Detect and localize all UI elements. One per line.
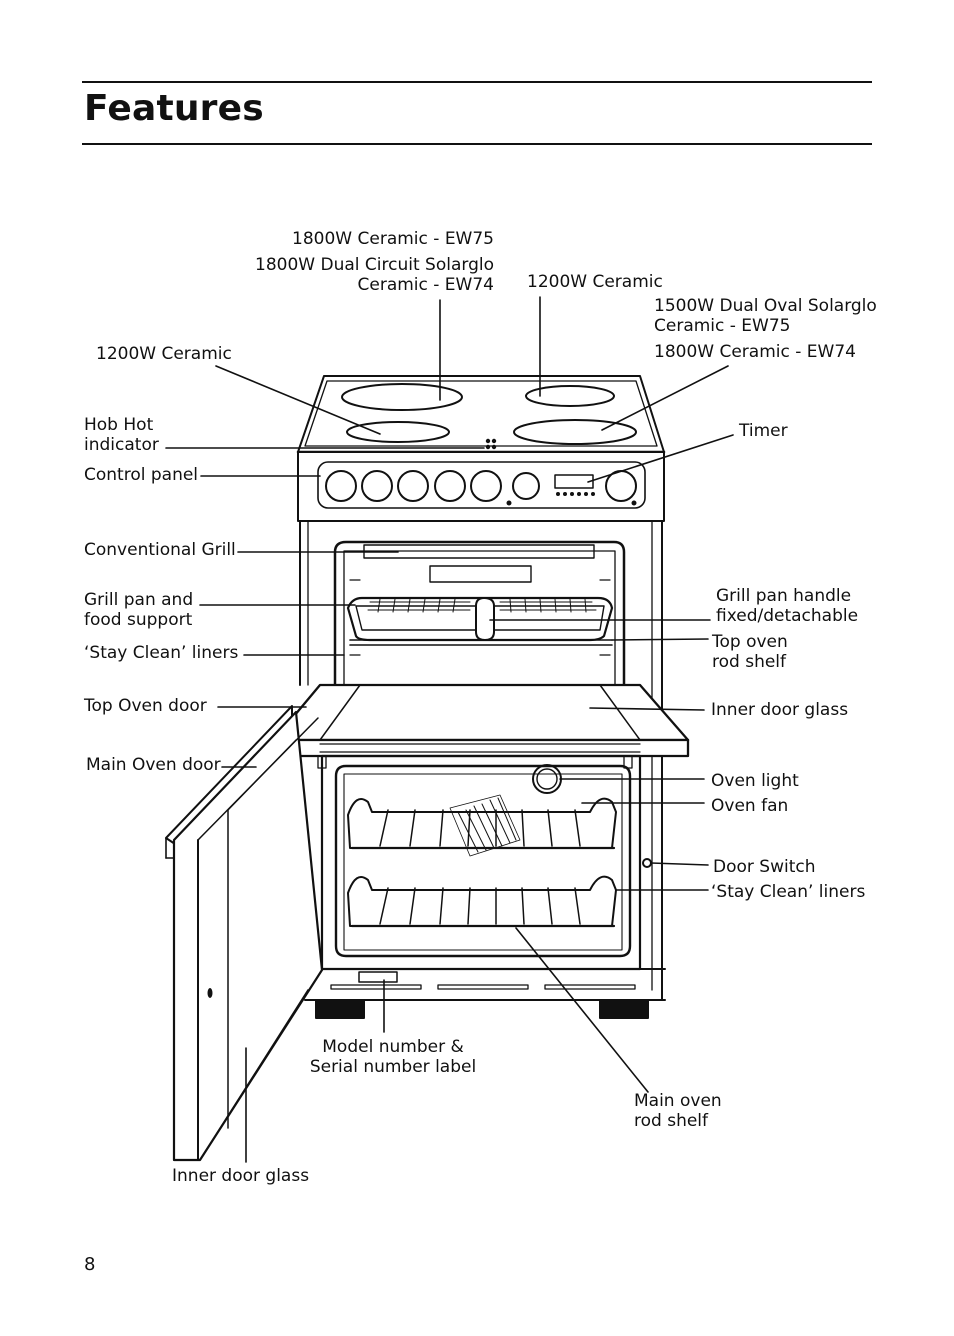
label-top-oven-door: Top Oven door <box>84 696 207 716</box>
label-main-oven-rod-shelf: Main oven rod shelf <box>634 1091 722 1131</box>
door-switch <box>642 858 652 868</box>
cabinet <box>293 520 666 1019</box>
main-oven-rod-shelf-upper <box>347 797 617 850</box>
knob <box>361 470 393 502</box>
label-model-serial: Model number & Serial number label <box>293 1037 493 1077</box>
label-grill-pan: Grill pan and food support <box>84 590 193 630</box>
label-main-oven-door: Main Oven door <box>86 755 221 775</box>
label-inner-door-glass-top: Inner door glass <box>711 700 849 720</box>
label-door-switch: Door Switch <box>713 857 816 877</box>
main-oven-rod-shelf-lower <box>347 875 617 928</box>
hob-top <box>296 375 666 454</box>
hob-zone-rear-right <box>525 385 615 407</box>
label-oven-light: Oven light <box>711 771 799 791</box>
label-line: Ceramic - EW75 <box>654 316 791 336</box>
page-title: Features <box>84 88 264 129</box>
hob-hot-indicator-lights <box>485 438 497 450</box>
top-rule <box>82 81 872 83</box>
label-line: 1800W Dual Circuit Solarglo <box>255 255 494 275</box>
label-inner-door-glass-bottom: Inner door glass <box>172 1166 310 1186</box>
model-serial-label <box>358 971 398 983</box>
label-line: Grill pan and <box>84 590 194 610</box>
label-top-oven-rod-shelf: Top oven rod shelf <box>712 632 788 672</box>
label-oven-fan: Oven fan <box>711 796 789 816</box>
label-timer: Timer <box>739 421 788 441</box>
oven-light <box>532 764 562 794</box>
label-conventional-grill: Conventional Grill <box>84 540 236 560</box>
label-line: Serial number label <box>309 1057 477 1077</box>
label-line: 1500W Dual Oval Solarglo <box>654 296 877 316</box>
knob <box>434 470 466 502</box>
grill-pan <box>346 596 614 642</box>
label-grill-pan-handle: Grill pan handle fixed/detachable <box>716 586 858 626</box>
knob <box>470 470 502 502</box>
label-hob-front-right: 1500W Dual Oval Solarglo Ceramic - EW75 … <box>654 296 877 362</box>
label-line: Ceramic - EW74 <box>357 275 495 295</box>
knob <box>397 470 429 502</box>
label-line: Grill pan handle <box>716 586 852 606</box>
control-panel-body <box>297 451 665 522</box>
label-line: Top oven <box>712 632 788 652</box>
knob <box>325 470 357 502</box>
timer-display <box>554 474 595 496</box>
top-oven-door <box>272 683 690 769</box>
oven-fan <box>449 794 521 857</box>
label-line: 1800W Ceramic - EW75 <box>292 229 494 249</box>
control-knobs <box>325 470 637 506</box>
hob-zone-front-left <box>346 421 450 443</box>
label-line: rod shelf <box>712 652 787 672</box>
label-stay-clean-main: ‘Stay Clean’ liners <box>711 882 866 902</box>
hob-zone-rear-left <box>341 383 463 411</box>
label-line: indicator <box>84 435 159 455</box>
title-underline <box>82 143 872 145</box>
label-line: 1800W Ceramic - EW74 <box>654 342 856 362</box>
top-oven-rod-shelf <box>349 639 613 646</box>
label-stay-clean-top: ‘Stay Clean’ liners <box>84 643 239 663</box>
leader-lines <box>165 296 734 1163</box>
label-line: Main oven <box>634 1091 722 1111</box>
hob-zones <box>341 383 637 445</box>
main-oven-cavity <box>320 754 642 971</box>
label-hob-rear-left: 1800W Ceramic - EW75 1800W Dual Circuit … <box>200 229 494 295</box>
main-oven-door <box>165 705 324 1162</box>
label-line: Model number & <box>322 1037 464 1057</box>
label-line: Hob Hot <box>84 415 154 435</box>
hob-zone-front-right <box>513 419 637 445</box>
knob <box>512 472 540 500</box>
label-line: rod shelf <box>634 1111 709 1131</box>
grill-pan-handle <box>475 597 495 641</box>
label-hob-front-left: 1200W Ceramic <box>96 344 232 364</box>
label-line: food support <box>84 610 193 630</box>
label-hob-hot-indicator: Hob Hot indicator <box>84 415 159 455</box>
label-line: fixed/detachable <box>716 606 859 626</box>
page-number: 8 <box>84 1254 96 1275</box>
label-hob-rear-right: 1200W Ceramic <box>527 272 663 292</box>
label-control-panel: Control panel <box>84 465 199 485</box>
